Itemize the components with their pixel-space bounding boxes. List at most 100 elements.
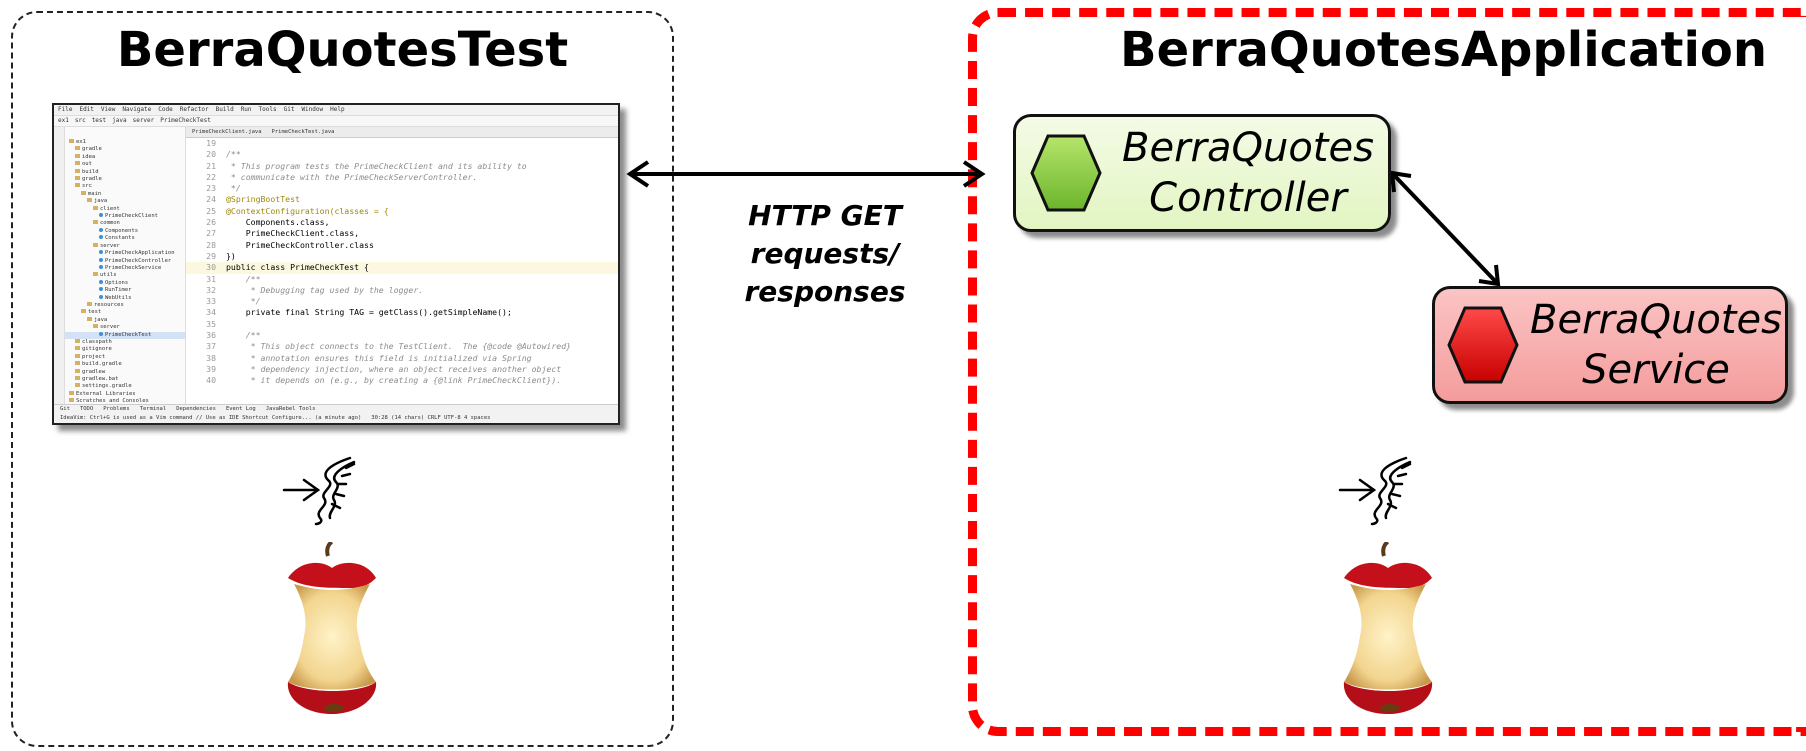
ide-status-right: 30:28 (14 chars) CRLF UTF-8 4 spaces [371, 415, 491, 421]
ide-tree-label: main [88, 190, 102, 197]
folder-icon [75, 161, 80, 166]
ide-tree-item: classpath [65, 338, 185, 346]
ide-code-text: * annotation ensures this field is initi… [226, 352, 532, 363]
ide-code-text: }) [226, 250, 236, 261]
ide-tree-label: PrimeCheckService [105, 264, 162, 271]
ide-tree-item: Constants [65, 235, 185, 242]
folder-icon [69, 139, 74, 143]
ide-status-tab: JavaRebel Tools [265, 406, 316, 412]
ide-code-line: 20/** [186, 149, 618, 160]
folder-icon [93, 205, 98, 210]
ide-tree-label: ex1 [76, 139, 86, 145]
ide-tree-item: src [65, 183, 185, 190]
ide-code-text: PrimeCheckClient.class, [226, 228, 360, 239]
folder-icon [93, 324, 98, 329]
folder-icon [75, 376, 80, 380]
class-icon [99, 331, 103, 336]
ide-code-line: 22 * communicate with the PrimeCheckServ… [186, 172, 618, 183]
ide-tree-label: External Libraries [76, 390, 136, 397]
ide-tree-label: out [82, 161, 92, 168]
folder-icon [87, 316, 92, 321]
ide-menu-item: Code [158, 106, 173, 113]
ide-code-line: 27 PrimeCheckClient.class, [186, 228, 618, 239]
ide-code-line: 31 /** [186, 274, 618, 285]
spring-leaf-arrow-icon [282, 456, 356, 526]
ide-tree-label: server [100, 324, 120, 331]
ide-tree-item: server [65, 324, 185, 331]
ide-code-text: public class PrimeCheckTest { [226, 262, 369, 273]
ide-tree-item: java [65, 316, 185, 324]
ide-line-number: 28 [206, 239, 216, 250]
ide-menu-item: Navigate [122, 106, 152, 113]
ide-line-number: 22 [206, 171, 216, 182]
ide-tree-label: java [94, 316, 108, 323]
ide-line-number: 35 [206, 318, 216, 329]
ide-tree-item: gradlew.bat [65, 376, 185, 383]
spring-leaf-arrow-icon [1338, 456, 1412, 526]
ide-editor-tab: PrimeCheckTest.java [271, 129, 335, 135]
ide-code-text: * dependency injection, where an object … [226, 363, 562, 374]
ide-code-line: 34 private final String TAG = getClass()… [186, 307, 618, 318]
ide-tree-label: project [82, 353, 106, 360]
ide-code-text: /** [226, 330, 261, 341]
ide-tree-label: PrimeCheckClient [105, 213, 158, 220]
ide-code-line: 38 * annotation ensures this field is in… [186, 353, 618, 364]
class-icon [99, 279, 103, 284]
ide-tree-item: common [65, 220, 185, 227]
green-hexagon-icon [1030, 134, 1102, 212]
ide-tree-item: gradle [65, 176, 185, 183]
ide-breadcrumb-item: test [91, 117, 107, 124]
folder-icon [93, 272, 98, 277]
ide-breadcrumb-item: PrimeCheckTest [160, 117, 211, 124]
ide-tree-label: src [82, 183, 92, 190]
ide-line-number: 27 [206, 228, 216, 239]
ide-code-line: 33 */ [186, 296, 618, 307]
ide-line-number: 32 [206, 284, 216, 295]
ide-tree-item: PrimeCheckService [65, 264, 185, 272]
ide-code-text: * Debugging tag used by the logger. [226, 284, 424, 295]
ide-line-number: 31 [206, 273, 216, 284]
ide-tree-item: gitignore [65, 346, 185, 353]
ide-tree-item: idea [65, 153, 185, 161]
ide-line-number: 24 [206, 194, 216, 205]
ide-tree-item: PrimeCheckController [65, 257, 185, 265]
ide-tree-label: idea [82, 153, 96, 160]
class-icon [99, 287, 103, 292]
ide-tree-item: java [65, 198, 185, 205]
ide-line-number: 38 [206, 352, 216, 363]
ide-status-tab: Problems [103, 406, 130, 412]
folder-icon [75, 368, 80, 373]
ide-status-tab: Event Log [225, 406, 256, 412]
ide-line-number: 33 [206, 296, 216, 307]
ide-code-text: private final String TAG = getClass().ge… [226, 307, 512, 318]
ide-code-text: @SpringBootTest [226, 194, 300, 205]
ide-tree-item: client [65, 205, 185, 213]
ide-tree-item: External Libraries [65, 390, 185, 398]
ide-tool-strip [54, 127, 65, 405]
ide-tree-label: Components [105, 227, 139, 234]
ide-line-number: 29 [206, 250, 216, 261]
ide-tree-label: resources [94, 301, 124, 308]
ide-code-line: 28 PrimeCheckController.class [186, 240, 618, 251]
folder-icon [93, 220, 98, 225]
ide-code-line: 37 * This object connects to the TestCli… [186, 341, 618, 352]
folder-icon [75, 361, 80, 366]
folder-icon [87, 301, 92, 306]
ide-code-line: 29}) [186, 251, 618, 262]
ide-tree-item: settings.gradle [65, 383, 185, 390]
ide-code-line: 21 * This program tests the PrimeCheckCl… [186, 161, 618, 172]
ide-tree-label: test [88, 309, 102, 316]
ide-code-line: 24 @SpringBootTest [186, 194, 618, 205]
ide-tree-label: client [100, 205, 120, 212]
http-label-line2: requests/ [750, 237, 900, 270]
ide-code-line: 25@ContextConfiguration(classes = { [186, 206, 618, 217]
ide-tree-item: ex1 [65, 139, 185, 146]
ide-menu-item: Window [301, 106, 324, 113]
service-label-line2: Service [1582, 347, 1730, 393]
class-icon [99, 294, 103, 299]
ide-tree-label: settings.gradle [82, 383, 132, 390]
ide-breadcrumb-item: ex1 [58, 117, 69, 124]
